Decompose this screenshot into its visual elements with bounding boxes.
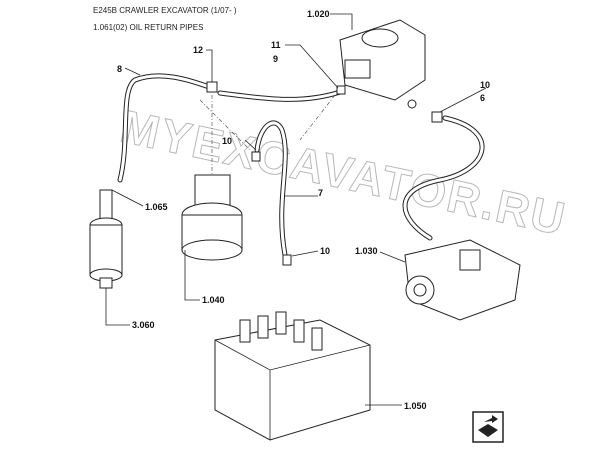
hose-6	[402, 115, 485, 241]
diagram-subtitle: 1.061(02) OIL RETURN PIPES	[93, 23, 204, 32]
callout-12: 12	[193, 45, 203, 55]
callout-1050: 1.050	[404, 401, 427, 411]
callout-1065: 1.065	[145, 202, 168, 212]
callout-3060: 3.060	[132, 320, 155, 330]
fitting-11	[336, 85, 346, 95]
part-1050-control-valve	[214, 311, 371, 441]
callout-10-upper: 10	[480, 80, 490, 90]
callout-8: 8	[117, 64, 122, 74]
callout-9: 9	[273, 54, 278, 64]
hose-7	[254, 120, 288, 258]
callout-1020: 1.020	[307, 9, 330, 19]
hose-8	[117, 73, 215, 183]
part-1020-valve-block	[339, 19, 426, 109]
callout-1030: 1.030	[355, 246, 378, 256]
part-3060-swivel-joint	[89, 189, 123, 289]
callout-7: 7	[318, 188, 323, 198]
diagram-title: E245B CRAWLER EXCAVATOR (1/07- )	[93, 6, 237, 15]
fitting-10-middle	[251, 151, 261, 162]
callout-6: 6	[480, 93, 485, 103]
next-page-icon[interactable]	[472, 411, 504, 443]
callout-1040: 1.040	[202, 295, 225, 305]
hose-9	[217, 89, 343, 102]
part-1040-swing-motor	[181, 174, 243, 261]
callout-11: 11	[271, 40, 281, 50]
fitting-10-lower	[282, 254, 292, 266]
callout-10-middle: 10	[222, 136, 232, 146]
fitting-12	[206, 81, 218, 93]
part-1030-pump	[404, 239, 521, 321]
callout-10-lower: 10	[320, 246, 330, 256]
fitting-10-upper	[431, 111, 443, 123]
